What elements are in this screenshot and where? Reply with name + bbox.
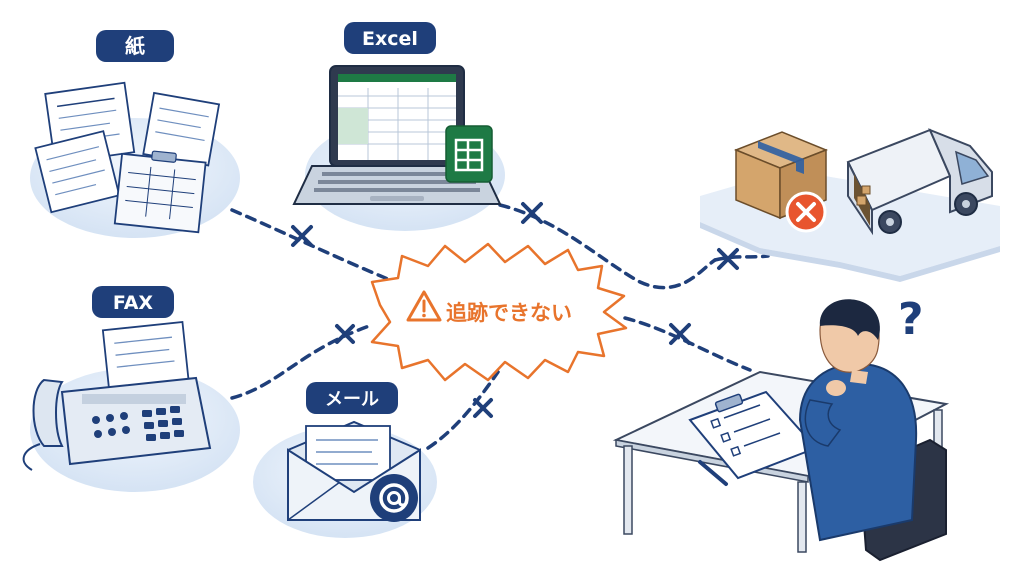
cross-icon (473, 398, 493, 418)
reject-icon (785, 191, 827, 233)
paper-documents-icon (34, 81, 221, 234)
delivery-truck-icon (846, 128, 993, 236)
question-mark: ? (898, 294, 924, 345)
paper-label-pill (96, 30, 174, 62)
fax-label: FAX (113, 292, 154, 314)
cross-icon (521, 202, 543, 224)
excel-label-pill (344, 22, 436, 54)
paper-label: 紙 (125, 34, 145, 58)
cross-icon (291, 225, 313, 247)
cross-icon (717, 248, 739, 270)
connector-excel (498, 203, 717, 290)
at-sign-icon (370, 474, 418, 522)
cross-icon (669, 323, 691, 345)
clipboard-checklist-icon (688, 390, 818, 486)
person-icon (798, 299, 918, 542)
burst-shape (370, 242, 628, 382)
warning-burst: 追跡できない (370, 242, 628, 382)
confused-person-group: ? (612, 294, 950, 562)
broken-link-marks (291, 202, 739, 418)
laptop-icon (292, 65, 502, 205)
connector-mail (426, 370, 500, 450)
mail-label-pill (306, 382, 398, 414)
excel-label: Excel (362, 28, 418, 50)
excel-group: Excel (292, 22, 505, 231)
connector-truck (713, 254, 770, 262)
spreadsheet-app-icon (445, 125, 493, 183)
fax-label-pill (92, 286, 174, 318)
fax-group: FAX (22, 286, 240, 492)
cross-icon (335, 324, 355, 344)
mail-label: メール (325, 389, 379, 410)
warning-text: 追跡できない (446, 301, 572, 325)
connector-fax (230, 323, 374, 400)
fax-machine-icon (22, 321, 212, 471)
paper-group: 紙 (30, 30, 240, 238)
warning-icon (406, 290, 442, 322)
delivery-group (700, 128, 1000, 282)
mail-group: メール (253, 382, 437, 538)
